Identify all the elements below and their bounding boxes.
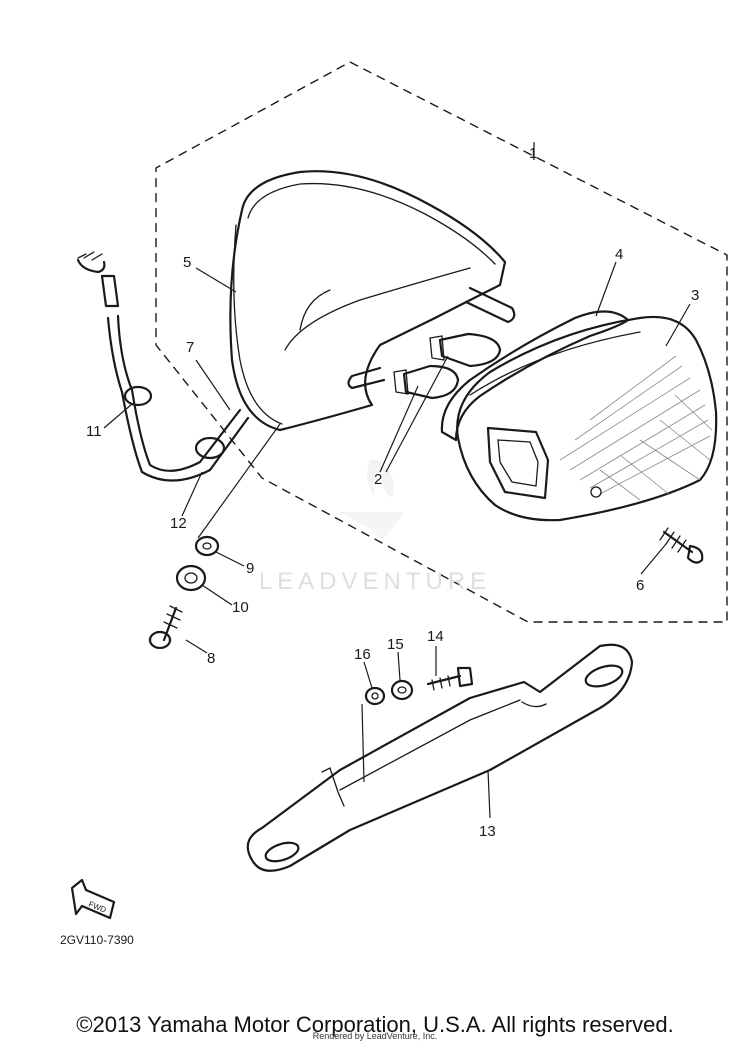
callout-2: 2 xyxy=(374,471,382,488)
tail-lens xyxy=(456,315,718,522)
callout-6: 6 xyxy=(636,577,644,594)
callout-9: 9 xyxy=(246,560,254,577)
callout-8: 8 xyxy=(207,650,215,667)
callout-3: 3 xyxy=(691,287,699,304)
plate-hardware xyxy=(364,666,474,706)
copyright-notice: ©2013 Yamaha Motor Corporation, U.S.A. A… xyxy=(76,1012,674,1037)
assembly-boundary xyxy=(155,61,728,623)
leader-lines xyxy=(103,142,691,819)
watermark-emblem xyxy=(340,459,405,540)
callout-labels: 1 2 3 4 5 6 7 8 9 10 11 12 13 14 15 16 xyxy=(86,145,699,840)
lamp-housing xyxy=(229,170,516,432)
license-bracket xyxy=(246,643,634,872)
callout-10: 10 xyxy=(232,599,249,616)
lens-screw xyxy=(659,527,704,564)
callout-15: 15 xyxy=(387,636,404,653)
callout-14: 14 xyxy=(427,628,444,645)
callout-5: 5 xyxy=(183,254,191,271)
callout-11: 11 xyxy=(86,423,102,440)
forward-arrow-icon: FWD xyxy=(70,878,116,920)
part-code: 2GV110-7390 xyxy=(60,933,134,947)
callout-16: 16 xyxy=(354,646,371,663)
rendered-by-notice: Rendered by LeadVenture, Inc. xyxy=(312,1031,438,1041)
callout-13: 13 xyxy=(479,823,496,840)
collar-and-grommet xyxy=(175,535,220,592)
watermark: LEADVENTURE xyxy=(258,568,492,595)
bulbs xyxy=(393,332,502,400)
lens-gasket xyxy=(440,310,630,442)
mounting-bolt xyxy=(148,605,183,650)
callout-4: 4 xyxy=(615,246,623,263)
callout-12: 12 xyxy=(170,515,187,532)
wiring-cord xyxy=(76,251,250,482)
callout-7: 7 xyxy=(186,339,194,356)
callout-1: 1 xyxy=(529,145,537,162)
